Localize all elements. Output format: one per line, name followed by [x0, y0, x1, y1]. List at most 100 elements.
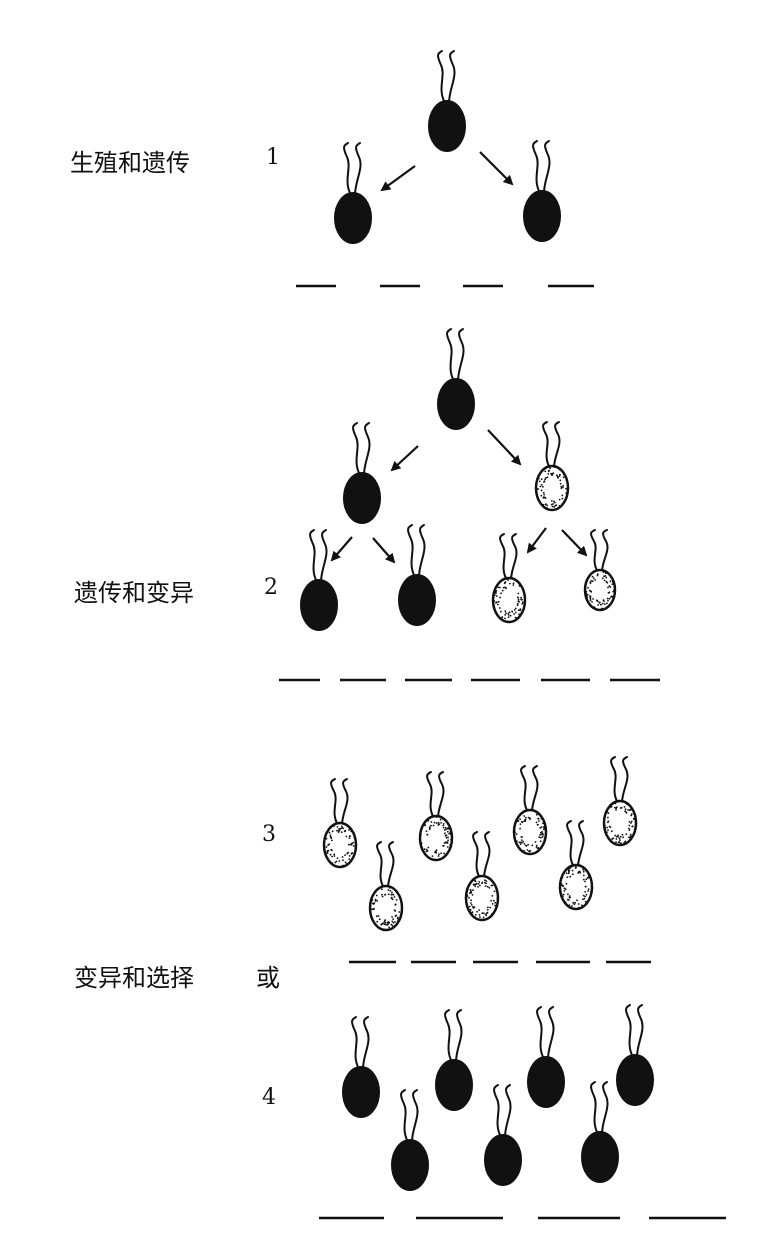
flagellum	[590, 1081, 599, 1135]
dark-body	[437, 378, 475, 430]
flagellum	[351, 1016, 360, 1070]
organism-dark	[428, 50, 466, 152]
flagellum	[610, 756, 619, 804]
flagellum	[455, 1009, 463, 1063]
organism-dark	[527, 1006, 565, 1108]
flagellum	[376, 841, 385, 889]
flagellum	[566, 820, 575, 868]
flagellum	[499, 533, 508, 581]
flagellum	[418, 524, 426, 578]
dashes-layer	[279, 284, 726, 1220]
flagellum	[536, 1006, 545, 1060]
organism-dark	[484, 1084, 522, 1186]
flagellum	[636, 1004, 644, 1058]
flagellum	[400, 1089, 409, 1143]
flagellum	[407, 524, 416, 578]
flagellum	[504, 1084, 512, 1138]
organism-speckled	[558, 820, 594, 911]
organism-speckled	[602, 756, 638, 847]
flagellum	[320, 529, 328, 583]
number-4: 4	[262, 1085, 276, 1110]
dark-body	[334, 192, 372, 244]
dark-body	[300, 579, 338, 631]
organism-speckled	[464, 831, 500, 922]
organism-dark	[616, 1004, 654, 1106]
organism-dark	[523, 140, 561, 242]
flagellum	[341, 778, 349, 826]
flagellum	[621, 756, 629, 804]
dark-body	[428, 100, 466, 152]
dark-body	[581, 1131, 619, 1183]
organism-speckled	[534, 421, 570, 512]
flagellum	[532, 140, 541, 194]
flagellum	[330, 778, 339, 826]
flagellum	[354, 142, 362, 196]
organism-speckled	[491, 533, 527, 624]
flagellum	[483, 831, 491, 879]
flagellum	[601, 1081, 609, 1135]
dark-body	[343, 472, 381, 524]
arrow	[487, 429, 522, 466]
arrow	[526, 527, 547, 554]
flagellum	[457, 328, 465, 382]
flagellum	[543, 140, 551, 194]
flagellum	[411, 1089, 419, 1143]
flagellum	[363, 422, 371, 476]
dark-body	[391, 1139, 429, 1191]
arrow	[380, 165, 416, 192]
organism-speckled	[512, 765, 548, 856]
dark-body	[616, 1054, 654, 1106]
organism-dark	[334, 142, 372, 244]
dark-body	[523, 190, 561, 242]
flagellum	[547, 1006, 555, 1060]
organism-dark	[435, 1009, 473, 1111]
flagellum	[472, 831, 481, 879]
label-or: 或	[256, 964, 280, 992]
flagellum	[601, 529, 609, 573]
flagellum	[577, 820, 585, 868]
label-reproduction-heredity: 生殖和遗传	[70, 149, 190, 177]
arrow	[390, 445, 419, 472]
flagellum	[387, 841, 395, 889]
dark-body	[527, 1056, 565, 1108]
organism-speckled	[418, 771, 454, 862]
organism-dark	[398, 524, 436, 626]
dark-body	[484, 1134, 522, 1186]
flagellum	[448, 50, 456, 104]
organism-dark	[437, 328, 475, 430]
dark-body	[398, 574, 436, 626]
arrow	[561, 529, 588, 557]
speckled-body	[602, 799, 638, 847]
number-3: 3	[262, 822, 276, 847]
organism-dark	[343, 422, 381, 524]
flagellum	[510, 533, 518, 581]
speckled-body	[368, 884, 404, 932]
number-2: 2	[264, 575, 278, 600]
flagellum	[590, 529, 599, 573]
arrow	[330, 536, 353, 562]
flagellum	[625, 1004, 634, 1058]
label-heredity-variation: 遗传和变异	[74, 579, 194, 607]
flagellum	[493, 1084, 502, 1138]
flagellum	[362, 1016, 370, 1070]
flagellum	[444, 1009, 453, 1063]
dark-body	[342, 1066, 380, 1118]
organism-dark	[581, 1081, 619, 1183]
flagellum	[437, 50, 446, 104]
flagellum	[343, 142, 352, 196]
speckled-body	[464, 874, 500, 922]
flagellum	[553, 421, 561, 469]
organism-speckled	[368, 841, 404, 932]
flagellum	[531, 765, 539, 813]
organism-dark	[300, 529, 338, 631]
organism-speckled	[583, 529, 617, 612]
flagellum	[352, 422, 361, 476]
organism-dark	[391, 1089, 429, 1191]
dark-body	[435, 1059, 473, 1111]
flagellum	[437, 771, 445, 819]
flagellum	[520, 765, 529, 813]
flagellum	[542, 421, 551, 469]
organism-speckled	[322, 778, 358, 869]
label-variation-selection: 变异和选择	[74, 964, 194, 992]
